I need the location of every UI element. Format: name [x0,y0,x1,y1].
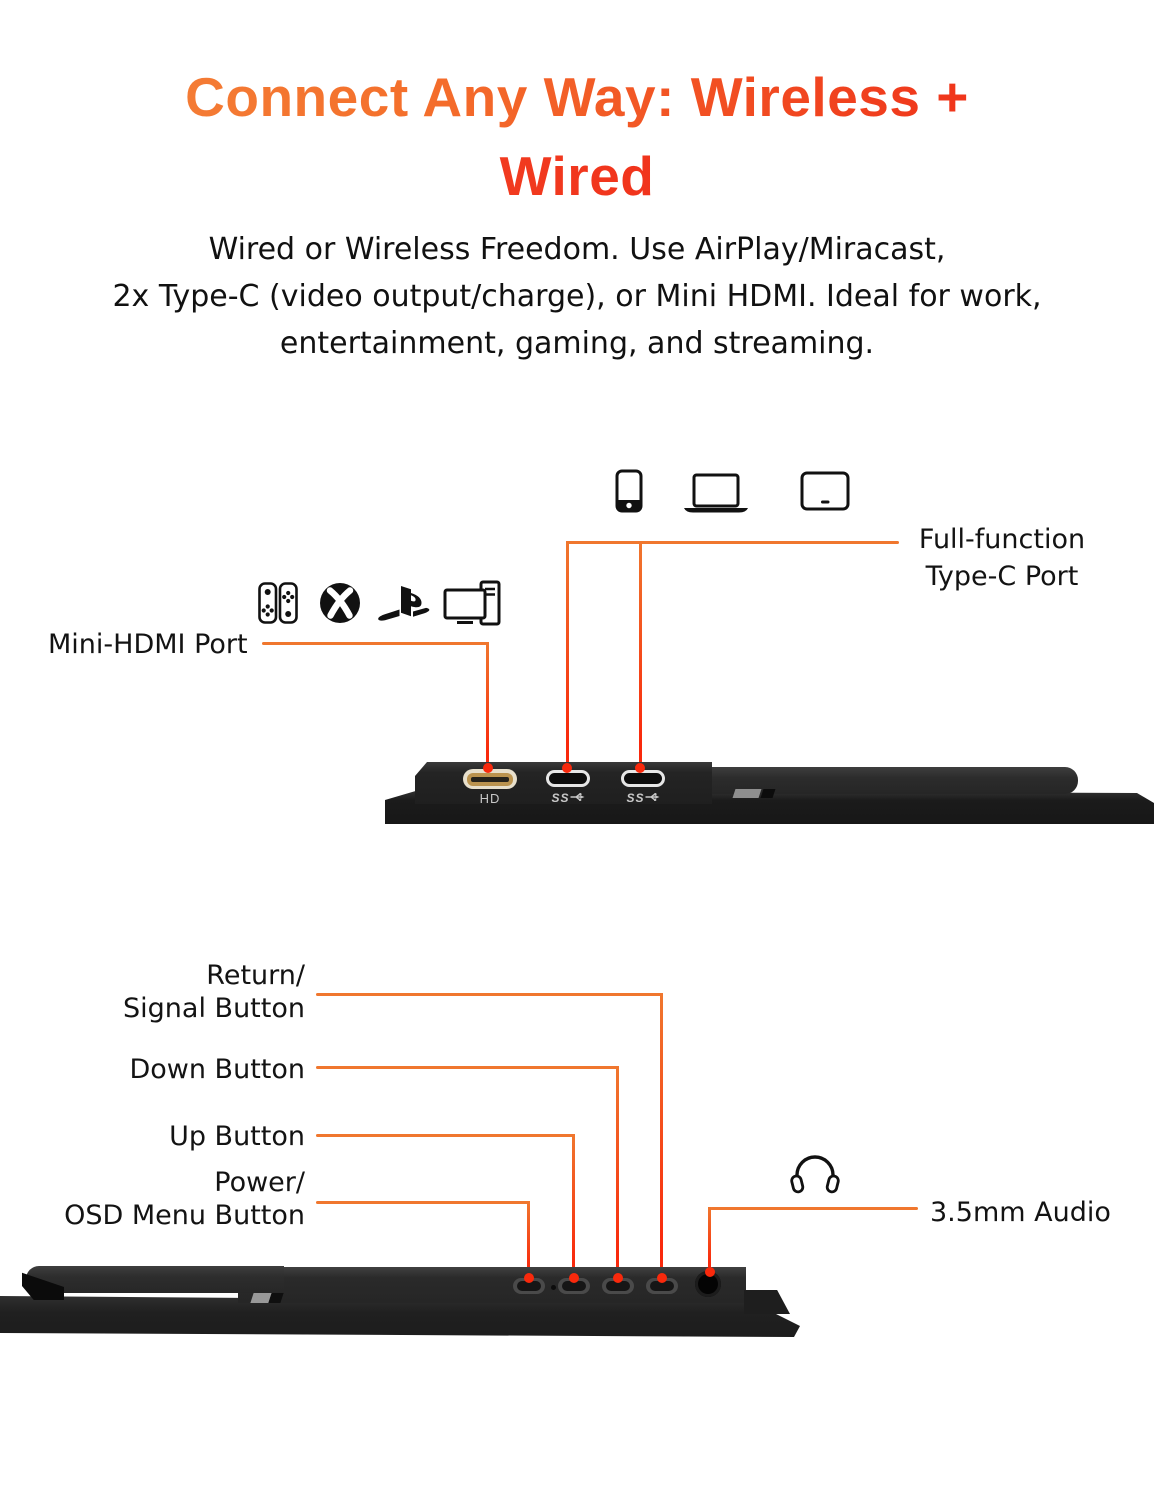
power-osd-button [513,1278,545,1294]
label-down-button: Down Button [129,1054,305,1085]
return-signal-button [646,1278,678,1294]
leader-line-up-horizontal [316,1134,575,1137]
leader-line-return-horizontal [316,993,663,996]
label-up-button: Up Button [169,1121,305,1152]
laptop-icon [684,473,748,517]
playstation-icon [378,586,432,628]
leader-line-hdmi-vertical [486,642,489,766]
leader-dot-audio-jack [705,1267,715,1277]
usb-trident-icon [645,793,659,801]
title-line-1: Connect Any Way: Wireless + [0,58,1154,137]
label-return-signal-button: Return/ Signal Button [123,960,305,1024]
leader-line-down-vertical [616,1066,619,1276]
leader-line-hdmi-horizontal [262,642,488,645]
title-line-2: Wired [0,137,1154,216]
desktop-pc-icon [443,580,503,632]
mini-hdmi-port [463,769,517,789]
leader-dot-typec2 [635,763,645,773]
leader-line-down-horizontal [316,1066,619,1069]
up-button [558,1278,590,1294]
hdmi-port-caption: HD [479,791,501,806]
leader-line-typec-horizontal [566,541,899,544]
leader-dot-power-button [524,1273,534,1283]
leader-line-audio-vertical [708,1207,711,1269]
leader-line-power-horizontal [316,1201,530,1204]
label-3-5mm-audio: 3.5mm Audio [930,1197,1111,1228]
leader-dot-hdmi [483,763,493,773]
mini-hdmi-port-slot [471,776,509,782]
subtitle: Wired or Wireless Freedom. Use AirPlay/M… [112,232,1042,361]
down-button [602,1278,634,1294]
headphones-icon [790,1150,840,1198]
leader-dot-typec1 [562,763,572,773]
leader-line-typec1-vertical [566,541,569,766]
leader-dot-up-button [569,1273,579,1283]
leader-dot-return-button [657,1273,667,1283]
leader-line-power-vertical [527,1201,530,1276]
usb-trident-icon [570,793,584,801]
label-mini-hdmi-port: Mini-HDMI Port [48,629,248,660]
nintendo-switch-icon [258,582,298,628]
power-led-dot [551,1285,556,1290]
smartphone-icon [615,469,643,517]
monitor-bottom-corner-step [744,1290,790,1314]
usb-c-port-2 [621,770,665,787]
superspeed-usb-caption: SS [626,791,645,805]
leader-dot-down-button [613,1273,623,1283]
monitor-bottom-kickstand [26,1266,284,1293]
tablet-icon [800,471,850,515]
usb-c-port-1-caption: SS [546,790,590,805]
leader-line-typec2-vertical [639,541,642,766]
label-full-function-typec-port: Full-function Type-C Port [918,524,1086,592]
page-title: Connect Any Way: Wireless + Wired [0,58,1154,216]
leader-line-return-vertical [660,993,663,1276]
leader-line-up-vertical [572,1134,575,1276]
usb-c-port-2-caption: SS [621,790,665,805]
label-power-osd-button: Power/ OSD Menu Button [64,1167,305,1231]
superspeed-usb-caption: SS [551,791,570,805]
monitor-top-hinge [732,789,762,798]
leader-line-audio-horizontal [710,1207,918,1210]
xbox-icon [318,581,362,629]
